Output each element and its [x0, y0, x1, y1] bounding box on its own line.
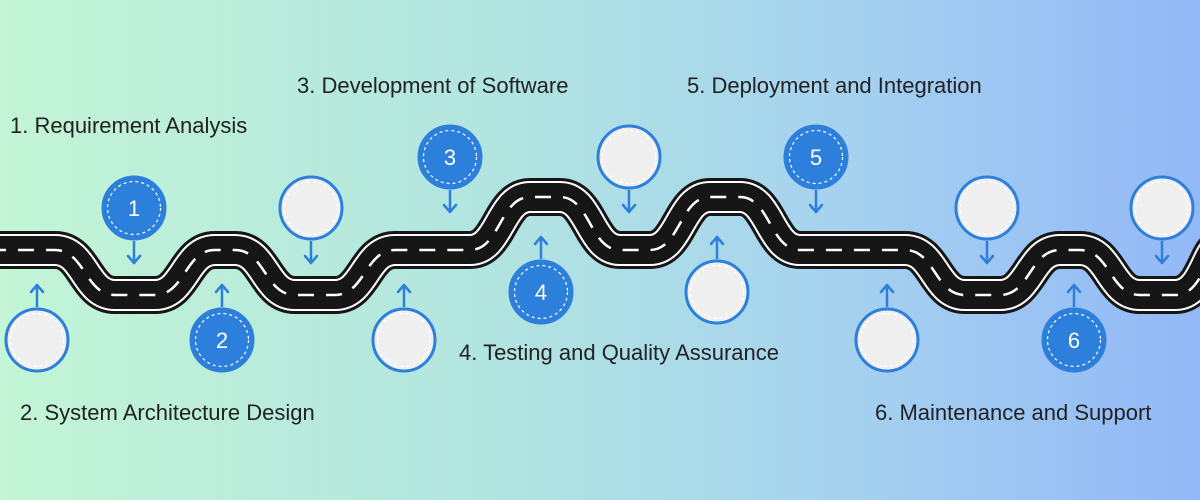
arrow-head-icon [126, 254, 142, 265]
marker-dashed-ring [376, 312, 432, 368]
blank-marker [954, 175, 1020, 265]
blank-marker [371, 283, 437, 373]
step-marker-5: 5 [783, 124, 849, 214]
step-label-6: 6. Maintenance and Support [875, 400, 1152, 425]
marker-circle [684, 259, 750, 325]
step-marker-2: 2 [189, 283, 255, 373]
marker-dashed-ring [422, 129, 478, 185]
arrow-head-icon [533, 235, 549, 246]
arrow-head-icon [808, 203, 824, 214]
blank-marker [596, 124, 662, 214]
road [0, 178, 1200, 314]
marker-dashed-ring [283, 180, 339, 236]
blank-marker [1129, 175, 1195, 265]
marker-circle [596, 124, 662, 190]
marker-dashed-ring [1046, 312, 1102, 368]
step-label-4: 4. Testing and Quality Assurance [459, 340, 780, 365]
step-label-1: 1. Requirement Analysis [10, 113, 248, 138]
marker-dashed-ring [513, 264, 569, 320]
marker-circle [417, 124, 483, 190]
marker-dashed-ring [859, 312, 915, 368]
step-label-5: 5. Deployment and Integration [687, 73, 982, 98]
step-marker-3: 3 [417, 124, 483, 214]
marker-circle [1129, 175, 1195, 241]
marker-circle [954, 175, 1020, 241]
marker-circle [1041, 307, 1107, 373]
step-label-2: 2. System Architecture Design [20, 400, 315, 425]
arrow-head-icon [1154, 254, 1170, 265]
marker-dashed-ring [788, 129, 844, 185]
marker-dashed-ring [106, 180, 162, 236]
arrow-head-icon [303, 254, 319, 265]
markers: 1 2 3 4 5 6 [4, 124, 1195, 373]
marker-circle [101, 175, 167, 241]
blank-marker [278, 175, 344, 265]
marker-number: 2 [216, 328, 228, 353]
marker-circle [4, 307, 70, 373]
arrow-head-icon [396, 283, 412, 294]
marker-number: 3 [444, 145, 456, 170]
arrow-head-icon [979, 254, 995, 265]
blank-marker [854, 283, 920, 373]
marker-circle [854, 307, 920, 373]
marker-dashed-ring [1134, 180, 1190, 236]
road-lane-dashes [0, 195, 1200, 297]
marker-dashed-ring [194, 312, 250, 368]
marker-dashed-ring [689, 264, 745, 320]
step-label-3: 3. Development of Software [297, 73, 569, 98]
arrow-head-icon [709, 235, 725, 246]
marker-circle [371, 307, 437, 373]
arrow-head-icon [442, 203, 458, 214]
marker-circle [508, 259, 574, 325]
marker-number: 1 [128, 196, 140, 221]
marker-number: 5 [810, 145, 822, 170]
step-marker-1: 1 [101, 175, 167, 265]
blank-marker [4, 283, 70, 373]
marker-dashed-ring [959, 180, 1015, 236]
arrow-head-icon [1066, 283, 1082, 294]
marker-circle [278, 175, 344, 241]
marker-circle [189, 307, 255, 373]
marker-number: 6 [1068, 328, 1080, 353]
marker-number: 4 [535, 280, 547, 305]
arrow-head-icon [879, 283, 895, 294]
marker-dashed-ring [9, 312, 65, 368]
arrow-head-icon [214, 283, 230, 294]
marker-dashed-ring [601, 129, 657, 185]
blank-marker [684, 235, 750, 325]
arrow-head-icon [621, 203, 637, 214]
step-marker-4: 4 [508, 235, 574, 325]
step-marker-6: 6 [1041, 283, 1107, 373]
arrow-head-icon [29, 283, 45, 294]
marker-circle [783, 124, 849, 190]
